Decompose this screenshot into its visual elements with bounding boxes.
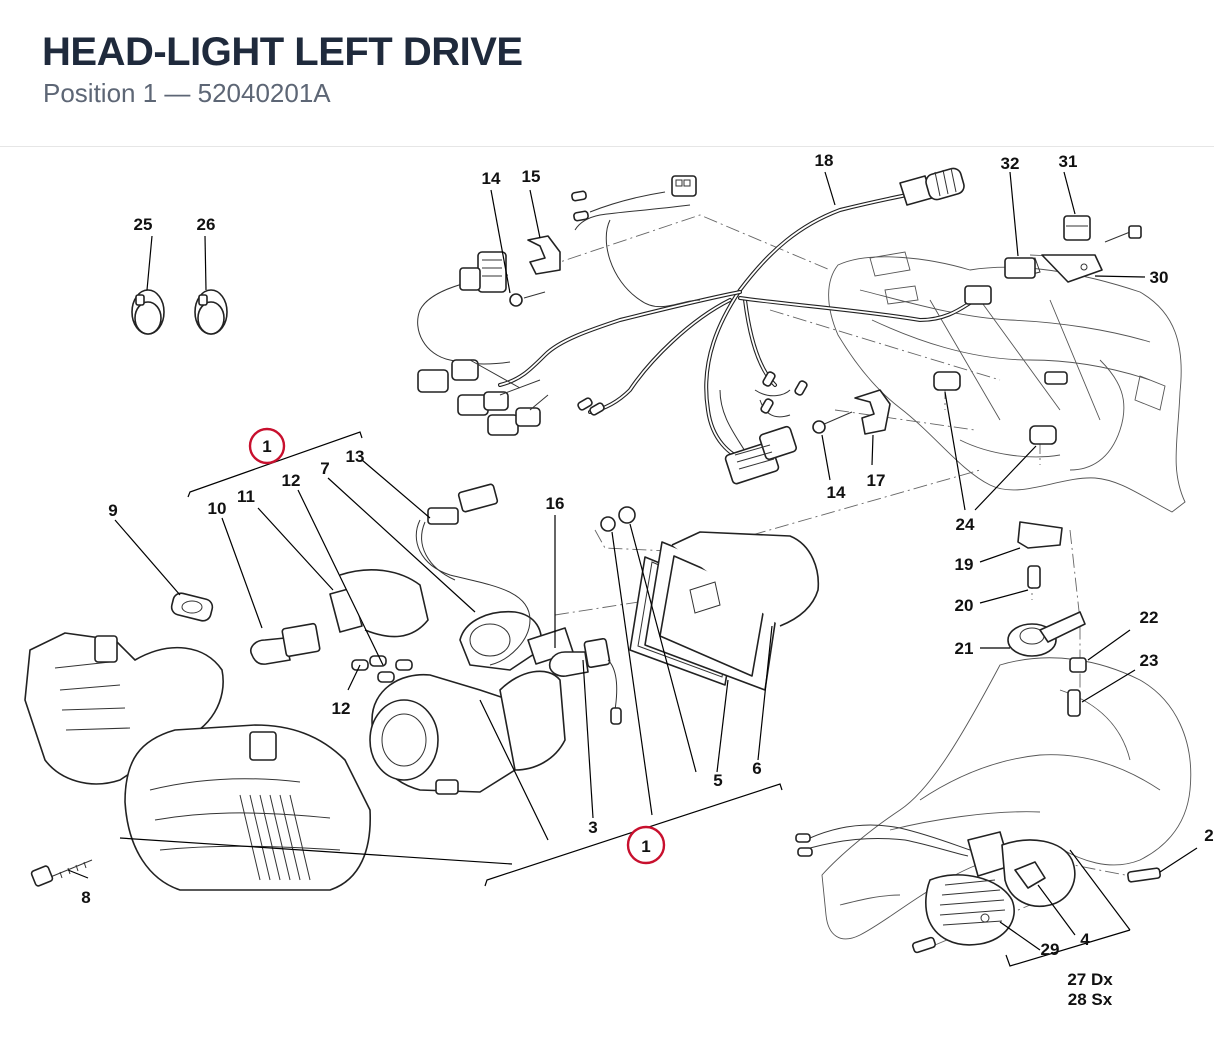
leader-lines (67, 171, 1198, 967)
screw-14-top (509, 291, 546, 307)
label-part-23: 23 (1140, 651, 1159, 670)
hose-clamp-26 (194, 289, 228, 335)
nut-22 (1069, 657, 1087, 673)
label-part-19: 19 (955, 555, 974, 574)
horn-21 (1007, 611, 1086, 657)
label-part-22: 22 (1140, 608, 1159, 627)
page-subtitle: Position 1 — 52040201A (43, 78, 331, 108)
label-part-5: 5 (713, 771, 722, 790)
cable-13 (415, 483, 531, 666)
turn-signal-assembly (795, 824, 1161, 954)
label-part-32: 32 (1001, 154, 1020, 173)
harness-connector-14-top (459, 251, 507, 293)
lens-frame-6 (644, 531, 820, 691)
harness-connectors-left (417, 359, 549, 436)
label-part-25: 25 (134, 215, 153, 234)
exploded-parts-diagram: 1 1 2 3 4 5 6 7 8 9 10 11 12 12 13 14 14… (24, 151, 1214, 1009)
label-part-4: 4 (1080, 930, 1090, 949)
label-part-11: 11 (237, 487, 255, 506)
position-1-marker-top (248, 427, 286, 465)
label-part-1-bottom: 1 (641, 837, 650, 856)
screw-23 (1067, 689, 1081, 717)
label-part-6: 6 (752, 759, 761, 778)
label-part-30: 30 (1150, 268, 1169, 287)
label-part-31: 31 (1059, 152, 1078, 171)
label-part-14-bottom: 14 (827, 483, 846, 502)
label-part-10: 10 (208, 499, 227, 518)
label-part-3: 3 (588, 818, 597, 837)
bracket-19 (1017, 521, 1063, 549)
label-part-14-top: 14 (482, 169, 501, 188)
part-labels: 1 1 2 3 4 5 6 7 8 9 10 11 12 12 13 14 14… (81, 151, 1213, 1009)
hose-clamp-25 (131, 289, 165, 335)
label-part-12-top: 12 (282, 471, 301, 490)
projector-module-3 (369, 637, 622, 795)
page-header: HEAD-LIGHT LEFT DRIVE Position 1 — 52040… (0, 0, 1214, 147)
label-part-18: 18 (815, 151, 834, 170)
relay-31 (1063, 215, 1091, 241)
label-part-2: 2 (1204, 826, 1213, 845)
screw-8 (30, 859, 93, 887)
label-part-21: 21 (955, 639, 974, 658)
position-1-markers (248, 427, 666, 865)
headlight-housing (24, 632, 371, 891)
label-part-1-top: 1 (262, 437, 271, 456)
label-part-27: 27 Dx (1067, 970, 1113, 989)
bracket-17 (854, 389, 891, 435)
label-part-26: 26 (197, 215, 216, 234)
harness-connector-right (724, 425, 797, 485)
label-part-16: 16 (546, 494, 565, 513)
rubber-mount-24 (933, 371, 1057, 445)
label-part-13: 13 (346, 447, 365, 466)
relay-32 (964, 257, 1036, 305)
label-part-12-bottom: 12 (332, 699, 351, 718)
label-part-28: 28 Sx (1068, 990, 1113, 1009)
label-part-20: 20 (955, 596, 974, 615)
label-part-17: 17 (867, 471, 886, 490)
screw-14-bottom (812, 411, 853, 434)
screw-20 (1027, 565, 1041, 589)
label-part-9: 9 (108, 501, 117, 520)
label-part-8: 8 (81, 888, 90, 907)
label-part-24: 24 (956, 515, 975, 534)
label-part-15: 15 (522, 167, 541, 186)
bulb-holder-11 (329, 569, 429, 638)
wiring-harness (417, 167, 977, 485)
bulb-10 (250, 622, 321, 665)
bracket-15 (527, 235, 561, 275)
nuts-top (600, 506, 636, 532)
label-part-7: 7 (320, 459, 329, 478)
bulbs-12 (351, 655, 413, 683)
position-1-marker-bottom (626, 825, 666, 865)
page-title: HEAD-LIGHT LEFT DRIVE (42, 30, 523, 74)
grommet-9 (170, 592, 214, 622)
bracket-30 (1041, 225, 1142, 283)
label-part-29: 29 (1041, 940, 1060, 959)
